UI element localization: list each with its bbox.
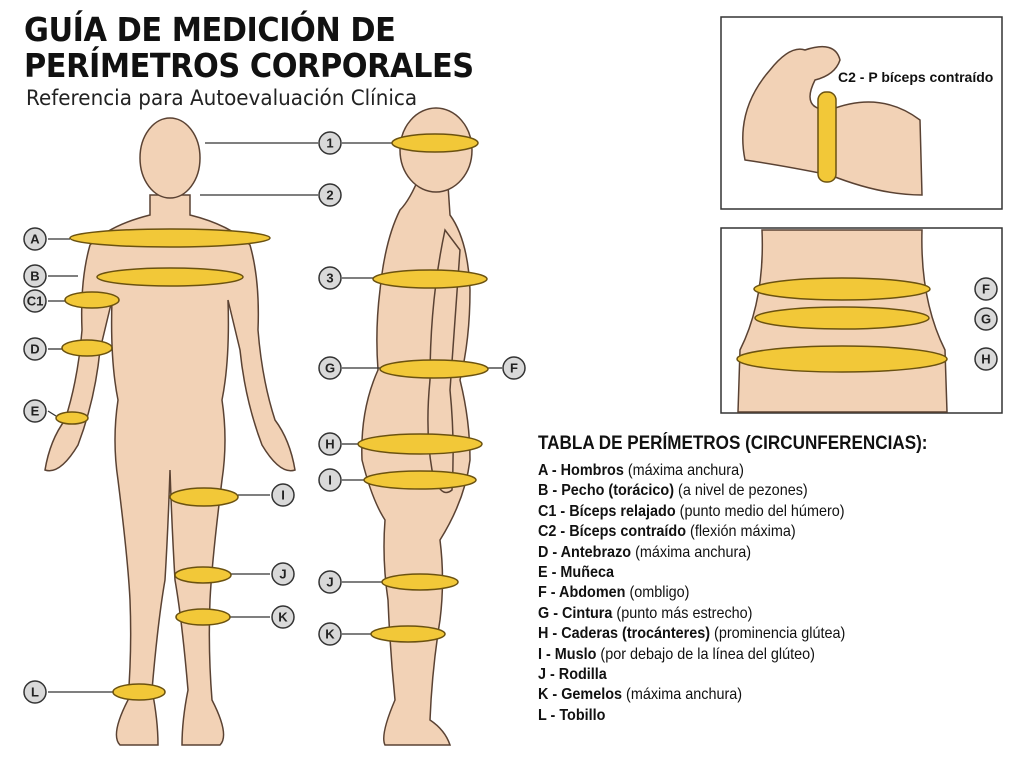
marker-J-front: J xyxy=(279,567,286,582)
tape-J-front xyxy=(174,566,232,584)
row-code: C1 - Bíceps relajado xyxy=(538,502,676,520)
row-note: (por debajo de la línea del glúteo) xyxy=(596,645,815,663)
title-line-1: GUÍA DE MEDICIÓN DE xyxy=(24,10,396,49)
title-line-2: PERÍMETROS CORPORALES xyxy=(24,46,474,85)
marker-G-side: G xyxy=(325,361,335,376)
row-code: I - Muslo xyxy=(538,645,597,663)
tape-K-side xyxy=(370,625,446,643)
marker-1: 1 xyxy=(326,136,333,151)
row-note: (prominencia glútea) xyxy=(710,625,846,643)
inset-biceps: C2 - P bíceps contraído xyxy=(720,16,1003,210)
table-row: E - Muñeca xyxy=(538,563,928,583)
marker-K-side: K xyxy=(325,627,335,642)
table-row: C1 - Bíceps relajado (punto medio del hú… xyxy=(538,502,928,522)
tape-I-front xyxy=(169,487,239,507)
row-code: J - Rodilla xyxy=(538,666,607,684)
marker-F-side: F xyxy=(510,361,518,376)
front-head xyxy=(139,117,201,199)
row-note: (máxima anchura) xyxy=(623,462,744,479)
row-note: (ombligo) xyxy=(625,584,690,602)
perimeter-table: TABLA DE PERÍMETROS (CIRCUNFERENCIAS): A… xyxy=(538,433,971,726)
row-code: B - Pecho (torácico) xyxy=(538,482,675,500)
row-note: (flexión máxima) xyxy=(686,523,796,541)
table-row: I - Muslo (por debajo de la línea del gl… xyxy=(538,645,928,665)
marker-A: A xyxy=(30,232,40,247)
marker-J-side: J xyxy=(326,575,333,590)
marker-D: D xyxy=(30,342,39,357)
row-code: C2 - Bíceps contraído xyxy=(538,523,687,541)
marker-2: 2 xyxy=(326,188,333,203)
marker-F-inset: F xyxy=(982,282,990,297)
marker-E: E xyxy=(31,404,40,419)
tape-G-side xyxy=(379,359,489,379)
row-note: (a nivel de pezones) xyxy=(674,482,808,500)
table-row: G - Cintura (punto más estrecho) xyxy=(538,604,928,624)
tape-F xyxy=(753,277,931,301)
table-row: H - Caderas (trocánteres) (prominencia g… xyxy=(538,624,928,644)
inset-abdomen xyxy=(720,227,1003,414)
marker-C1: C1 xyxy=(27,294,44,309)
marker-B: B xyxy=(30,269,39,284)
row-code: G - Cintura xyxy=(538,604,613,622)
row-code: F - Abdomen xyxy=(538,584,626,602)
markers: A B C1 D E L I J K 1 2 3 G H I J K F F G… xyxy=(23,131,998,704)
marker-H-inset: H xyxy=(981,352,990,367)
row-note: (máxima anchura) xyxy=(631,543,752,561)
row-code: D - Antebrazo xyxy=(538,543,632,561)
tape-B xyxy=(96,267,244,287)
table-row: K - Gemelos (máxima anchura) xyxy=(538,685,928,705)
subtitle: Referencia para Autoevaluación Clínica xyxy=(26,86,418,110)
row-code: A - Hombros xyxy=(538,462,624,479)
table-rows: A - Hombros (máxima anchura)B - Pecho (t… xyxy=(538,461,971,726)
row-code: H - Caderas (trocánteres) xyxy=(538,625,711,643)
tape-J-side xyxy=(381,573,459,591)
row-note: (punto medio del húmero) xyxy=(675,502,845,520)
biceps-contracted-label: C2 - P bíceps contraído xyxy=(838,69,993,85)
measuring-tapes xyxy=(55,133,489,701)
tape-C2 xyxy=(817,91,837,183)
tape-E xyxy=(55,411,89,425)
tape-K-front xyxy=(175,608,231,626)
row-code: K - Gemelos xyxy=(538,686,623,704)
marker-G-inset: G xyxy=(981,312,991,327)
table-row: C2 - Bíceps contraído (flexión máxima) xyxy=(538,522,928,542)
tape-3 xyxy=(372,269,488,289)
table-row: F - Abdomen (ombligo) xyxy=(538,583,928,603)
table-row: B - Pecho (torácico) (a nivel de pezones… xyxy=(538,481,928,501)
tape-A xyxy=(69,228,271,248)
table-row: L - Tobillo xyxy=(538,706,928,726)
marker-K-front: K xyxy=(278,610,288,625)
tape-1 xyxy=(391,133,479,153)
row-code: L - Tobillo xyxy=(538,706,606,724)
front-figure xyxy=(44,107,473,746)
page-title: GUÍA DE MEDICIÓN DE PERÍMETROS CORPORALE… xyxy=(24,12,474,84)
marker-I-front: I xyxy=(281,488,285,503)
marker-H-side: H xyxy=(325,437,334,452)
tape-C1 xyxy=(64,291,120,309)
table-row: A - Hombros (máxima anchura) xyxy=(538,461,928,481)
table-row: J - Rodilla xyxy=(538,665,928,685)
marker-L: L xyxy=(31,685,39,700)
tape-H-side xyxy=(357,433,483,455)
tape-I-side xyxy=(363,470,477,490)
row-note: (punto más estrecho) xyxy=(612,604,753,622)
tape-L xyxy=(112,683,166,701)
marker-I-side: I xyxy=(328,473,332,488)
marker-3: 3 xyxy=(326,271,333,286)
tape-G xyxy=(754,306,930,330)
tape-H xyxy=(736,345,948,373)
row-code: E - Muñeca xyxy=(538,564,615,582)
table-title: TABLA DE PERÍMETROS (CIRCUNFERENCIAS): xyxy=(538,433,928,454)
row-note: (máxima anchura) xyxy=(622,686,743,704)
tape-D xyxy=(61,339,113,357)
table-row: D - Antebrazo (máxima anchura) xyxy=(538,543,928,563)
